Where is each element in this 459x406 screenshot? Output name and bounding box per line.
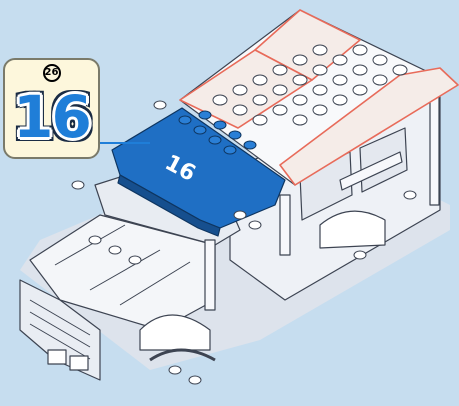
sub-step-number: 26 [43, 64, 61, 82]
step-number: 16 [5, 82, 98, 152]
step-callout-box: 26 16 [3, 58, 100, 159]
